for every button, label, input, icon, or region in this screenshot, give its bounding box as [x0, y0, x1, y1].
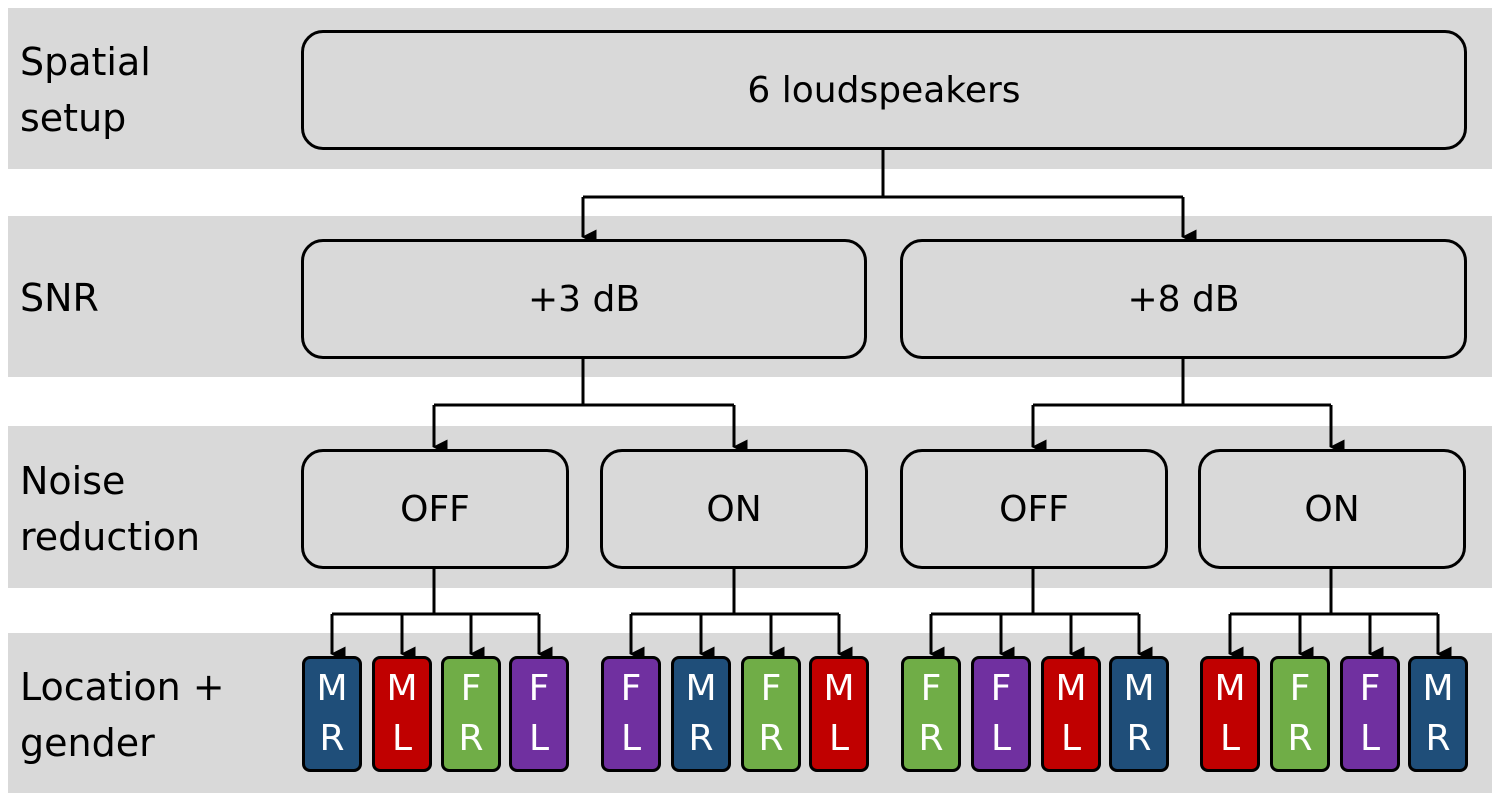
tile-location: L [620, 718, 642, 759]
tile-gender: F [990, 668, 1012, 709]
tile-gender: F [1359, 668, 1381, 709]
tile-gender: M [316, 668, 348, 709]
tile-location: R [1287, 718, 1313, 759]
tile-location: L [828, 718, 850, 759]
tile-gender: F [760, 668, 782, 709]
tile-gender: M [823, 668, 855, 709]
tile-gender: F [460, 668, 482, 709]
noise-box-off-1: OFF [301, 449, 569, 569]
tile-location: R [458, 718, 484, 759]
tile-location: L [391, 718, 413, 759]
tile-location: L [1359, 718, 1381, 759]
row-label-snr: SNR [20, 276, 99, 320]
noise-box-on-1: ON [600, 449, 868, 569]
noise-box-off-2: OFF [900, 449, 1168, 569]
tile-gender: M [1123, 668, 1155, 709]
tile-gender: M [1214, 668, 1246, 709]
tile-location: R [319, 718, 345, 759]
row-label-location-gender: Location + gender [20, 665, 225, 765]
tile-gender: M [1055, 668, 1087, 709]
row-label-noise-reduction: Noise reduction [20, 459, 201, 559]
tile-location: L [990, 718, 1012, 759]
tile-location: R [918, 718, 944, 759]
tile-location: L [528, 718, 550, 759]
tile-location: R [1126, 718, 1152, 759]
tile-gender: F [920, 668, 942, 709]
tile-gender: M [1422, 668, 1454, 709]
tile-location: L [1060, 718, 1082, 759]
tile-gender: M [685, 668, 717, 709]
tile-gender: M [386, 668, 418, 709]
tile-location: R [688, 718, 714, 759]
tile-gender: F [620, 668, 642, 709]
snr-box-plus8: +8 dB [900, 239, 1467, 359]
tile-location: R [1425, 718, 1451, 759]
tile-gender: F [1289, 668, 1311, 709]
row-label-spatial-setup: Spatial setup [20, 40, 151, 140]
spatial-setup-box: 6 loudspeakers [301, 30, 1467, 150]
noise-box-on-2: ON [1198, 449, 1466, 569]
tile-location: R [758, 718, 784, 759]
tile-location: L [1219, 718, 1241, 759]
tile-gender: F [528, 668, 550, 709]
snr-box-plus3: +3 dB [301, 239, 867, 359]
